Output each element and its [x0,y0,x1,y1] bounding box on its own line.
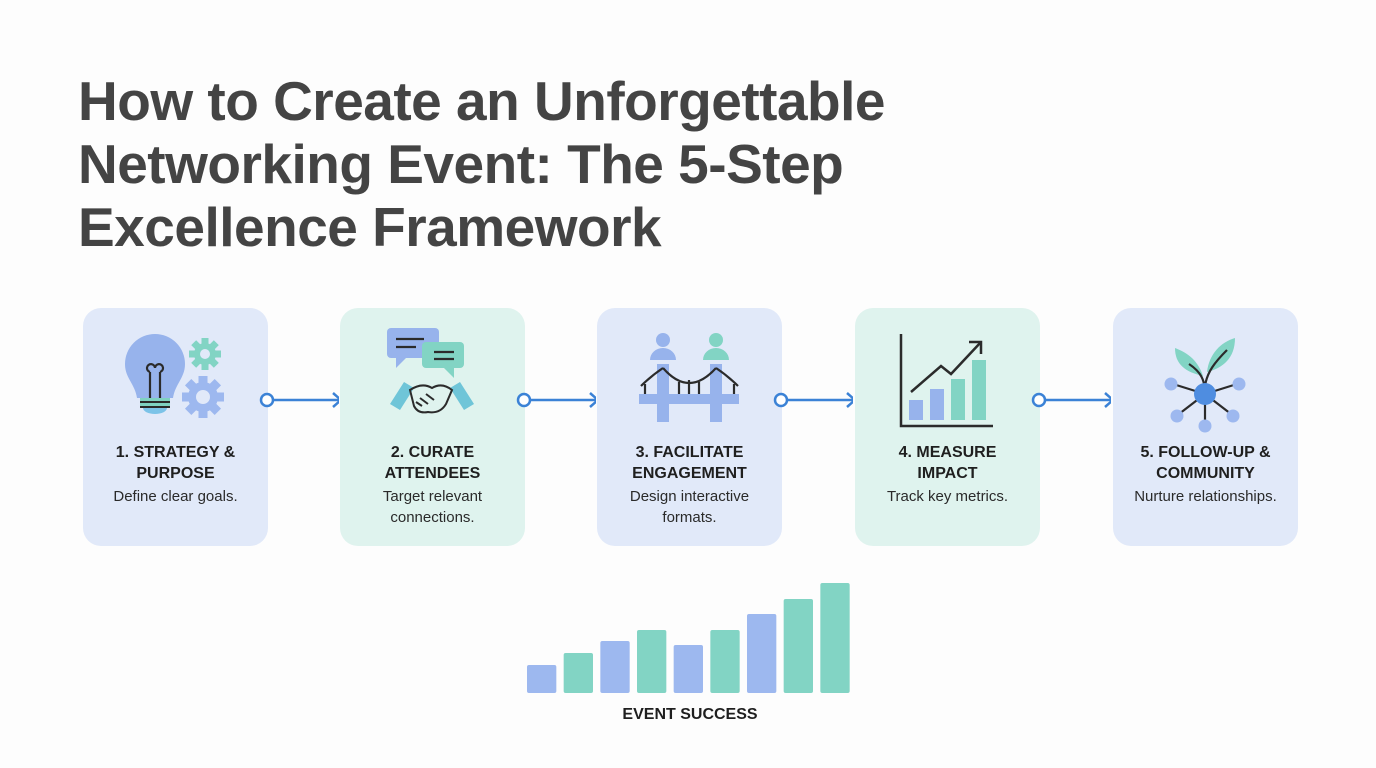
chart-bar-1 [527,665,557,693]
handshake-chat-icon [387,328,474,414]
step-title: 3. FACILITATE ENGAGEMENT [632,444,747,482]
step-description: Track key metrics. [886,488,1009,505]
step-title: 2. CURATE ATTENDEES [384,444,481,482]
lightbulb-gears-icon [125,334,224,418]
step-title: 5. FOLLOW-UP & COMMUNITY [1140,444,1271,482]
step-description: Target relevant connections. [382,488,483,526]
chart-bar-8 [783,599,813,693]
chart-bar-5 [673,645,703,693]
step-title: 1. STRATEGY & PURPOSE [115,444,236,482]
step-card-curate: 2. CURATE ATTENDEES Target relevant conn… [340,308,525,546]
step-title: 4. MEASURE IMPACT [898,444,997,482]
growth-chart-icon [899,334,993,428]
step-card-strategy: 1. STRATEGY & PURPOSE Define clear goals… [83,308,268,546]
step-description: Design interactive formats. [629,488,750,526]
chart-bar-3 [600,641,630,693]
step-card-measure: 4. MEASURE IMPACT Track key metrics. [855,308,1040,546]
arrow-connector-1 [259,392,339,408]
chart-xlabel: EVENT SUCCESS [622,706,758,723]
chart-bar-4 [637,630,667,693]
arrow-connector-3 [773,392,853,408]
step-card-follow-up: 5. FOLLOW-UP & COMMUNITY Nurture relatio… [1113,308,1298,546]
step-description: Define clear goals. [113,488,238,505]
step-card-facilitate: 3. FACILITATE ENGAGEMENT Design interact… [597,308,782,546]
chart-bar-6 [710,630,740,693]
arrow-connector-2 [516,392,596,408]
chart-bar-7 [747,614,777,693]
arrow-connector-4 [1031,392,1111,408]
network-sprout-icon [1164,338,1246,433]
event-success-chart [527,583,850,693]
chart-bar-2 [563,653,593,693]
page-title: How to Create an Unforgettable Networkin… [78,70,886,258]
chart-bar-9 [820,583,850,693]
step-description: Nurture relationships. [1134,488,1277,505]
bridge-people-icon [639,333,739,422]
